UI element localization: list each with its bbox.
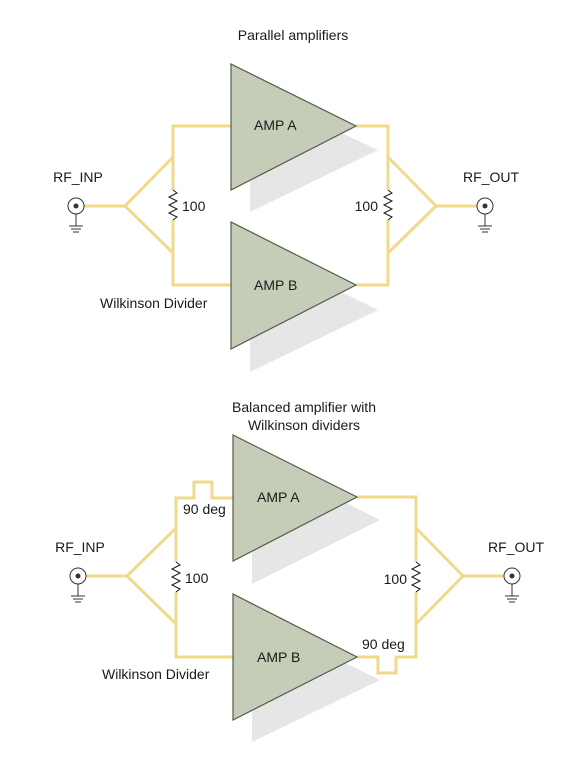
rf-output-label: RF_OUT: [463, 169, 519, 185]
output-combiner-wires: [356, 124, 477, 287]
amp-a-label: AMP A: [257, 489, 300, 505]
amp-a-triangle: [232, 434, 359, 562]
rf-output-connector-icon: [476, 197, 494, 233]
rf-input-connector-icon: [67, 197, 85, 233]
output-resistor-label: 100: [355, 198, 379, 214]
input-divider-wires: [86, 480, 233, 659]
balanced-amplifier-diagram: Balanced amplifier with Wilkinson divide…: [55, 399, 544, 742]
rf-output-connector-icon: [503, 567, 521, 603]
bottom-title-line2: Wilkinson dividers: [248, 417, 360, 433]
wilkinson-divider-label: Wilkinson Divider: [100, 295, 208, 311]
amp-a-triangle: [230, 63, 358, 191]
amp-b-label: AMP B: [257, 649, 300, 665]
top-title: Parallel amplifiers: [238, 27, 348, 43]
output-resistor: [382, 189, 394, 221]
rf-input-label: RF_INP: [55, 539, 105, 555]
input-resistor: [167, 189, 179, 221]
input-resistor: [170, 561, 182, 593]
output-combiner-wires: [357, 495, 504, 675]
output-resistor-label: 100: [384, 571, 408, 587]
rf-input-connector-icon: [69, 567, 87, 603]
rf-input-label: RF_INP: [53, 169, 103, 185]
amp-a-label: AMP A: [254, 117, 297, 133]
input-divider-wires: [84, 124, 231, 287]
phase-shift-a-label: 90 deg: [183, 501, 226, 517]
amp-b-label: AMP B: [254, 277, 297, 293]
bottom-title-line1: Balanced amplifier with: [232, 399, 376, 415]
input-resistor-label: 100: [185, 570, 209, 586]
amp-b-triangle: [230, 221, 358, 350]
output-resistor: [410, 561, 422, 593]
input-resistor-label: 100: [182, 198, 206, 214]
rf-output-label: RF_OUT: [488, 539, 544, 555]
parallel-amplifiers-diagram: Parallel amplifiers AMP A AMP: [53, 27, 519, 372]
phase-shift-b-label: 90 deg: [362, 636, 405, 652]
wilkinson-divider-label: Wilkinson Divider: [102, 666, 210, 682]
amp-b-triangle: [232, 593, 359, 721]
